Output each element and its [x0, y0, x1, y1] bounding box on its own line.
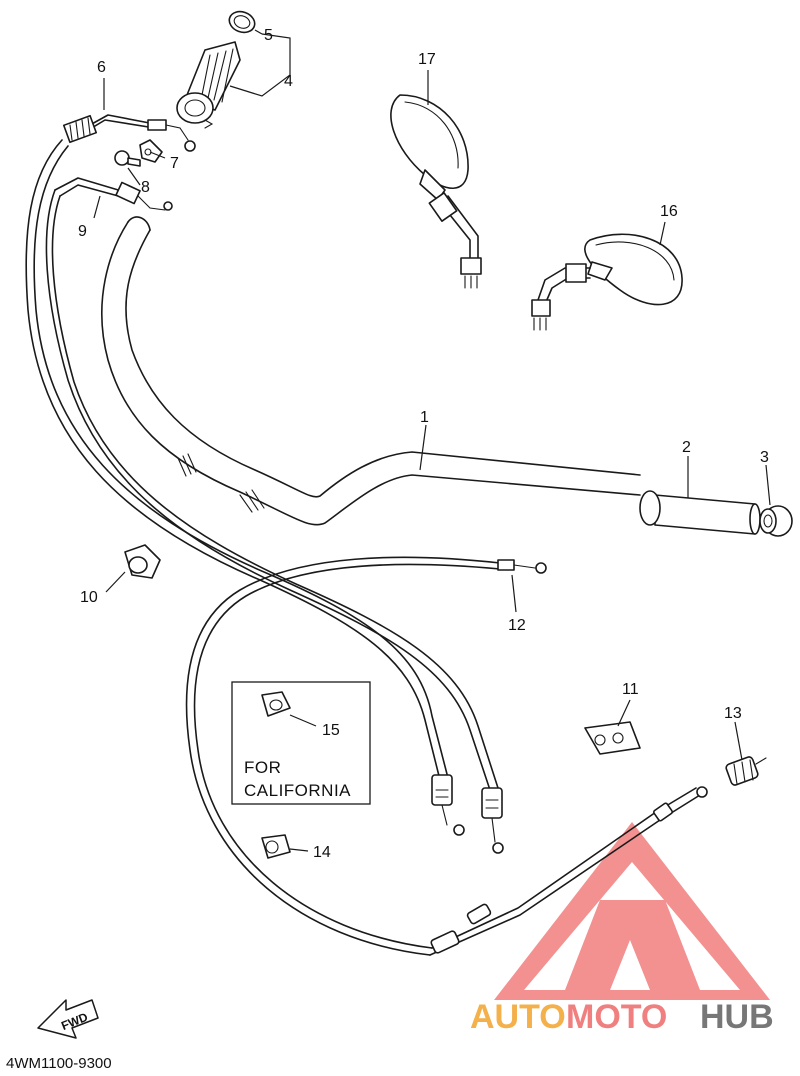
screw-part-8 [114, 150, 141, 167]
callout-9: 9 [78, 223, 87, 240]
right-mirror-part-16 [531, 233, 683, 331]
left-mirror-part-17 [390, 94, 482, 289]
leader-lines [93, 29, 771, 852]
throttle-cables-run [25, 139, 504, 854]
throttle-cable-part-6 [62, 114, 196, 152]
california-box-line1: FOR [244, 758, 281, 777]
throttle-cable-part-9 [54, 177, 173, 211]
callout-4: 4 [284, 73, 293, 90]
callout-7: 7 [170, 155, 179, 172]
grip-collar-part-5 [228, 10, 256, 34]
watermark-logo [494, 822, 770, 1000]
california-box: 15 FOR CALIFORNIA [231, 681, 371, 805]
callout-10: 10 [80, 589, 98, 606]
callout-14: 14 [313, 844, 331, 861]
watermark-auto: AUTO [470, 998, 566, 1036]
callout-11: 11 [622, 681, 639, 698]
fwd-arrow-icon: FWD [37, 999, 99, 1039]
california-box-line2: CALIFORNIA [244, 781, 351, 800]
callout-5: 5 [264, 27, 273, 44]
cable-holder-part-11 [584, 721, 641, 755]
callout-8: 8 [141, 179, 150, 196]
cable-clamp-part-10 [124, 544, 161, 579]
callout-13: 13 [724, 705, 742, 722]
left-grip-part-2 [639, 490, 761, 535]
callout-17: 17 [418, 51, 436, 68]
handlebar-part-1 [101, 216, 641, 526]
callout-15: 15 [322, 722, 340, 739]
callout-3: 3 [760, 449, 769, 466]
callout-12: 12 [508, 617, 526, 634]
cable-clip-part-14 [261, 834, 291, 859]
callout-6: 6 [97, 59, 106, 76]
watermark-moto: MOTO [566, 998, 667, 1036]
clutch-cable-lower-part-13 [429, 756, 767, 956]
watermark-hub: HUB [700, 998, 774, 1036]
callout-2: 2 [682, 439, 691, 456]
callout-16: 16 [660, 203, 678, 220]
clutch-cable-part-12 [185, 556, 547, 956]
callout-1: 1 [420, 409, 429, 426]
watermark-text: AUTO MOTO HUB [470, 998, 774, 1036]
grip-end-part-3 [759, 505, 793, 537]
throttle-grip-part-4 [176, 41, 241, 129]
callout-numbers: 1 2 3 4 5 6 7 8 9 10 11 12 13 14 16 17 [78, 27, 769, 861]
clamp-plate-part-7 [139, 139, 163, 163]
diagram-code: 4WM1100-9300 [6, 1055, 112, 1072]
